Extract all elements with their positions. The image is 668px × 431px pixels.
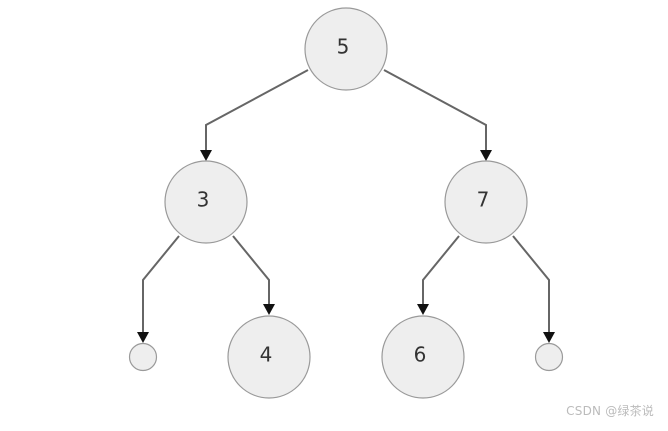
null-node-left [128,342,158,372]
null-node-circle [534,342,564,372]
node-label: 3 [197,188,210,212]
arrow-head-icon [137,332,149,343]
tree-node-5: 5 [304,7,388,91]
edge-3-to-4 [232,235,275,315]
node-label: 4 [260,343,273,367]
arrow-head-icon [200,150,212,161]
node-circle [227,315,311,399]
edge-5-to-3 [200,69,309,161]
edge-3-to-null-left [137,235,180,343]
node-label: 6 [414,343,427,367]
node-circle [444,160,528,244]
node-label: 7 [477,188,490,212]
tree-node-7: 7 [444,160,528,244]
edge-7-to-null-right [512,235,555,343]
node-circle [304,7,388,91]
edge-5-to-7 [383,69,492,161]
null-node-right [534,342,564,372]
node-circle [164,160,248,244]
arrow-head-icon [417,304,429,315]
watermark-text: CSDN @绿茶说 [566,404,654,418]
tree-node-6: 6 [381,315,465,399]
tree-edges [137,69,555,343]
null-node-circle [128,342,158,372]
node-label: 5 [337,35,350,59]
node-circle [381,315,465,399]
edge-7-to-6 [417,235,460,315]
arrow-head-icon [480,150,492,161]
tree-node-4: 4 [227,315,311,399]
arrow-head-icon [543,332,555,343]
tree-node-3: 3 [164,160,248,244]
arrow-head-icon [263,304,275,315]
